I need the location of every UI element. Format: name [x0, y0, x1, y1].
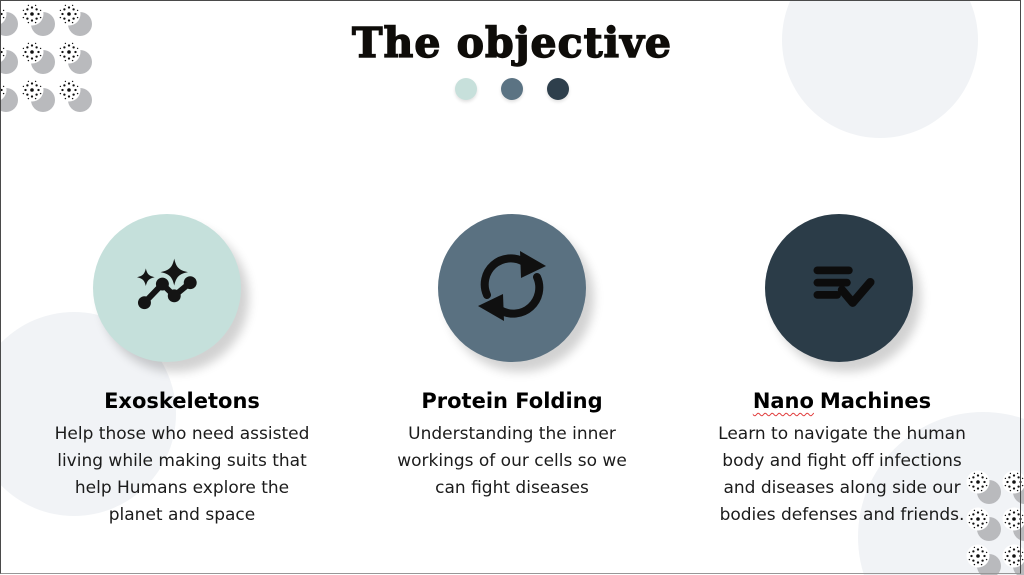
spellcheck-flagged-word: Nano: [752, 389, 814, 413]
list-check-icon: [813, 266, 875, 307]
body-line: can fight diseases: [435, 478, 589, 499]
accent-dots: [0, 78, 1024, 101]
column-body-protein-folding[interactable]: Understanding the inner workings of our …: [352, 421, 672, 502]
body-line: body and fight off infections: [722, 451, 962, 472]
body-line: workings of our cells so we: [397, 451, 627, 472]
body-line: bodies defenses and friends.: [719, 505, 965, 526]
column-heading-exoskeletons[interactable]: Exoskeletons: [104, 389, 260, 413]
exoskeletons-circle-shape[interactable]: [93, 214, 241, 362]
nano-machines-circle-shape[interactable]: [765, 214, 913, 362]
page-title[interactable]: The objective: [351, 19, 672, 67]
body-line: help Humans explore the: [74, 478, 290, 499]
protein-folding-circle-shape[interactable]: [438, 214, 586, 362]
slide-header: The objective: [0, 0, 1024, 101]
column-exoskeletons: Exoskeletons Help those who need assiste…: [22, 214, 342, 546]
body-line: Help those who need assisted: [54, 424, 310, 445]
dot-cluster-icon: [1002, 507, 1024, 541]
sync-arrows-icon: [478, 251, 546, 321]
accent-dot: [547, 78, 569, 101]
dot-cluster-icon: [1002, 470, 1024, 504]
column-heading-protein-folding[interactable]: Protein Folding: [421, 389, 603, 413]
dot-cluster-icon: [966, 544, 1001, 575]
heading-rest: Machines: [819, 389, 932, 413]
dot-cluster-icon: [1002, 544, 1024, 575]
column-body-exoskeletons[interactable]: Help those who need assisted living whil…: [22, 421, 342, 529]
column-body-nano-machines[interactable]: Learn to navigate the human body and fig…: [682, 421, 1002, 529]
body-line: Learn to navigate the human: [718, 424, 966, 445]
accent-dot: [455, 78, 477, 101]
body-line: living while making suits that: [57, 451, 307, 472]
body-line: and diseases along side our: [723, 478, 961, 499]
body-line: planet and space: [108, 505, 256, 526]
accent-dot: [501, 78, 523, 101]
content-columns: Exoskeletons Help those who need assiste…: [22, 214, 1002, 546]
body-line: Understanding the inner: [408, 424, 616, 445]
column-protein-folding: Protein Folding Understanding the inner …: [352, 214, 672, 546]
sparkline-chart-icon: [137, 258, 197, 310]
